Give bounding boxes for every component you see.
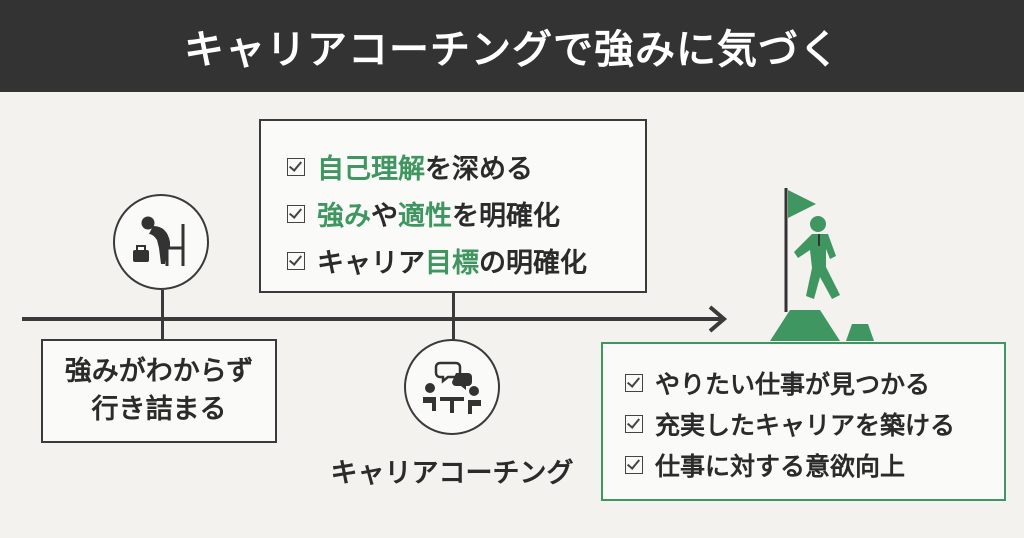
coaching-benefit-item: 強みや適性を明確化 xyxy=(287,190,645,237)
coaching-benefit-text: 自己理解 xyxy=(317,154,425,185)
after-benefit-text: 充実したキャリアを築ける xyxy=(655,410,956,440)
coaching-benefit-text: 適性 xyxy=(398,201,452,232)
after-benefit-text: やりたい仕事が見つかる xyxy=(655,369,931,399)
checkbox-icon xyxy=(287,204,305,223)
page-title: キャリアコーチングで強みに気づく xyxy=(0,0,1024,92)
after-benefits-box: やりたい仕事が見つかる充実したキャリアを築ける仕事に対する意欲向上 xyxy=(601,342,1006,501)
before-label-line2: 行き詰まる xyxy=(91,394,227,425)
checkbox-icon xyxy=(287,157,305,176)
coaching-benefit-text: を明確化 xyxy=(452,201,560,232)
checkbox-icon xyxy=(287,251,305,270)
coaching-benefit-text: キャリア xyxy=(317,248,425,279)
after-benefit-item: やりたい仕事が見つかる xyxy=(625,362,1004,403)
connector-before-top xyxy=(161,290,164,320)
checkbox-icon xyxy=(625,414,643,433)
before-label-line1: 強みがわからず xyxy=(64,356,254,387)
coaching-benefit-text: 強み xyxy=(317,201,371,232)
coaching-benefit-text: 目標 xyxy=(425,248,479,279)
connector-coaching-top xyxy=(452,292,455,319)
coaching-icon-circle xyxy=(404,339,500,435)
coaching-benefit-text: の明確化 xyxy=(479,248,587,279)
checkbox-icon xyxy=(625,373,643,392)
coaching-benefit-text: を深める xyxy=(425,154,533,185)
after-benefit-item: 仕事に対する意欲向上 xyxy=(625,444,1004,485)
coaching-label: キャリアコーチング xyxy=(330,458,574,489)
coaching-benefit-text: や xyxy=(371,201,398,232)
troubled-person-icon xyxy=(133,216,185,266)
connector-coaching-bottom xyxy=(452,319,455,341)
coaching-benefit-item: キャリア目標の明確化 xyxy=(287,237,645,284)
connector-before-bottom xyxy=(161,319,164,341)
coaching-benefit-item: 自己理解を深める xyxy=(287,143,645,190)
coaching-benefits-box: 自己理解を深める強みや適性を明確化キャリア目標の明確化 xyxy=(259,119,647,293)
after-benefit-text: 仕事に対する意欲向上 xyxy=(655,451,906,481)
checkbox-icon xyxy=(625,455,643,474)
after-benefit-item: 充実したキャリアを築ける xyxy=(625,403,1004,444)
before-label-box: 強みがわからず 行き詰まる xyxy=(41,339,277,443)
meeting-icon xyxy=(423,361,481,414)
before-icon-circle xyxy=(113,194,209,290)
summit-flag-icon xyxy=(770,188,874,341)
